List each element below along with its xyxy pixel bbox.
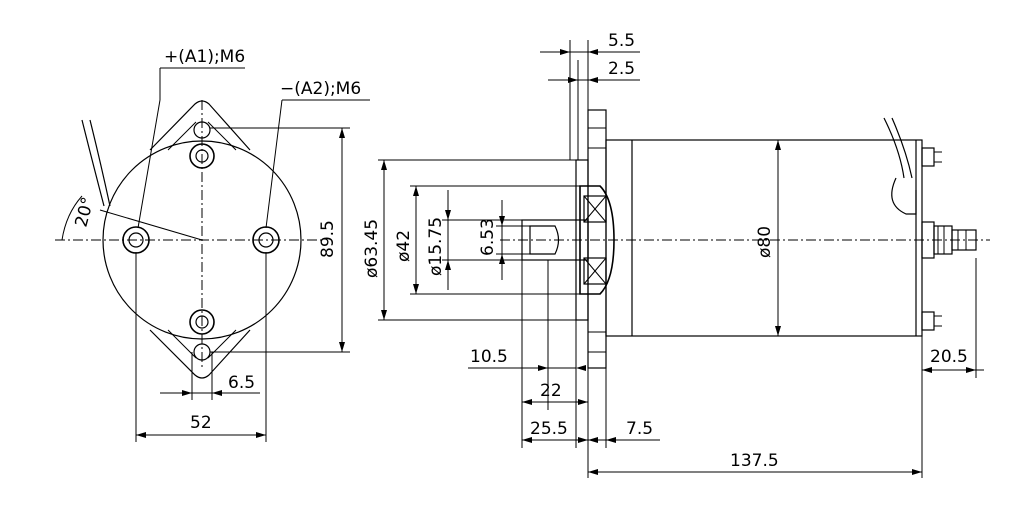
dim-52-label: 52 — [190, 413, 212, 433]
dim-10-5-label: 10.5 — [470, 347, 508, 367]
shaft — [521, 219, 589, 261]
dim-6-5-label: 6.5 — [228, 373, 255, 393]
top-mounting-hole — [193, 121, 211, 139]
flange-top-ear — [149, 100, 251, 151]
dim-2-5-label: 2.5 — [608, 59, 635, 79]
dim-80-label: ø80 — [755, 226, 775, 258]
a1-leader — [137, 99, 161, 229]
cable-right — [89, 119, 111, 207]
angle-arc — [61, 195, 83, 241]
a2-label: −(A2);M6 — [280, 79, 361, 99]
dim-63-45-label: ø63.45 — [362, 219, 382, 278]
front-view: 20° +(A1);M6 −(A2);M6 89.5 6.5 52 — [55, 47, 370, 442]
side-view: ø80 ø63.45 ø42 ø15.75 6.53 5.5 — [362, 31, 990, 478]
dim-10-5-arrows — [538, 365, 586, 371]
motor-body-circle — [102, 140, 302, 340]
shaft-keyway — [529, 225, 560, 255]
dim-137-5-label: 137.5 — [730, 451, 779, 471]
bottom-nut — [189, 309, 215, 335]
dim-89-5-label: 89.5 — [318, 220, 338, 258]
dim-2-5-arrows — [568, 77, 598, 83]
rear-terminal-bottom — [921, 311, 942, 331]
flange-plate — [587, 109, 607, 369]
rear-cable-a — [883, 117, 905, 179]
dim-15-75-label: ø15.75 — [426, 217, 446, 276]
dim-25-5-label: 25.5 — [530, 419, 568, 439]
dim-22-label: 22 — [540, 381, 562, 401]
top-nut — [189, 143, 215, 169]
dim-7-5-arrows — [588, 437, 616, 443]
a2-leader — [265, 99, 283, 229]
a1-label: +(A1);M6 — [164, 47, 245, 67]
bearing-bottom-x2 — [583, 257, 607, 285]
bearing-top-x2 — [583, 195, 607, 223]
dim-6-53-arrows — [499, 216, 505, 264]
dim-42-label: ø42 — [394, 230, 414, 262]
dim-7-5-label: 7.5 — [626, 419, 653, 439]
dim-5-5-label: 5.5 — [608, 31, 635, 51]
rear-cable-b — [891, 117, 913, 179]
dim-6-5-arrows — [182, 390, 222, 396]
rear-clip — [891, 177, 917, 215]
dim-20-5-label: 20.5 — [930, 347, 968, 367]
cable-left — [81, 119, 105, 207]
rear-terminal-top — [921, 147, 942, 167]
dim-5-5-arrows — [560, 49, 598, 55]
angle-leg — [99, 209, 203, 241]
dim-6-53-label: 6.53 — [478, 218, 498, 256]
flange-bottom-ear — [149, 329, 251, 379]
main-stud — [921, 221, 977, 259]
angle-label: 20° — [72, 195, 99, 229]
